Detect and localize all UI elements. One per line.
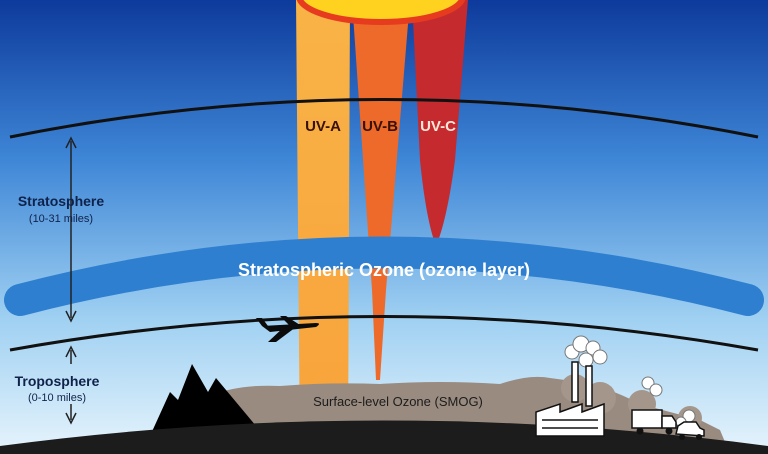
ozone-layer-label: Stratospheric Ozone (ozone layer) [238, 260, 530, 280]
airplane-icon [256, 316, 319, 342]
uvc-label: UV-C [420, 118, 456, 135]
troposphere-height-arrow [65, 345, 77, 425]
truck-icon [631, 409, 677, 435]
stratosphere-upper-boundary [9, 98, 759, 139]
troposphere-label: Troposphere [15, 373, 100, 389]
uva-label: UV-A [305, 118, 341, 135]
uvb-label: UV-B [362, 118, 398, 135]
mountain-icon [150, 364, 260, 436]
uvb-ray [352, 0, 410, 380]
stratosphere-range-label: (10-31 miles) [29, 213, 93, 225]
ozone-band [4, 236, 764, 316]
sun-icon [296, 0, 466, 25]
stratosphere-label: Stratosphere [18, 193, 105, 209]
car-icon [675, 421, 705, 440]
uvc-ray [412, 0, 468, 246]
factory-icon [535, 361, 605, 437]
troposphere-range-label: (0-10 miles) [28, 392, 86, 404]
smoke-plumes [564, 335, 696, 428]
stratosphere-height-arrow [65, 136, 77, 323]
troposphere-upper-boundary [9, 315, 759, 352]
uva-ray [296, 0, 350, 454]
smog-label: Surface-level Ozone (SMOG) [313, 394, 483, 409]
